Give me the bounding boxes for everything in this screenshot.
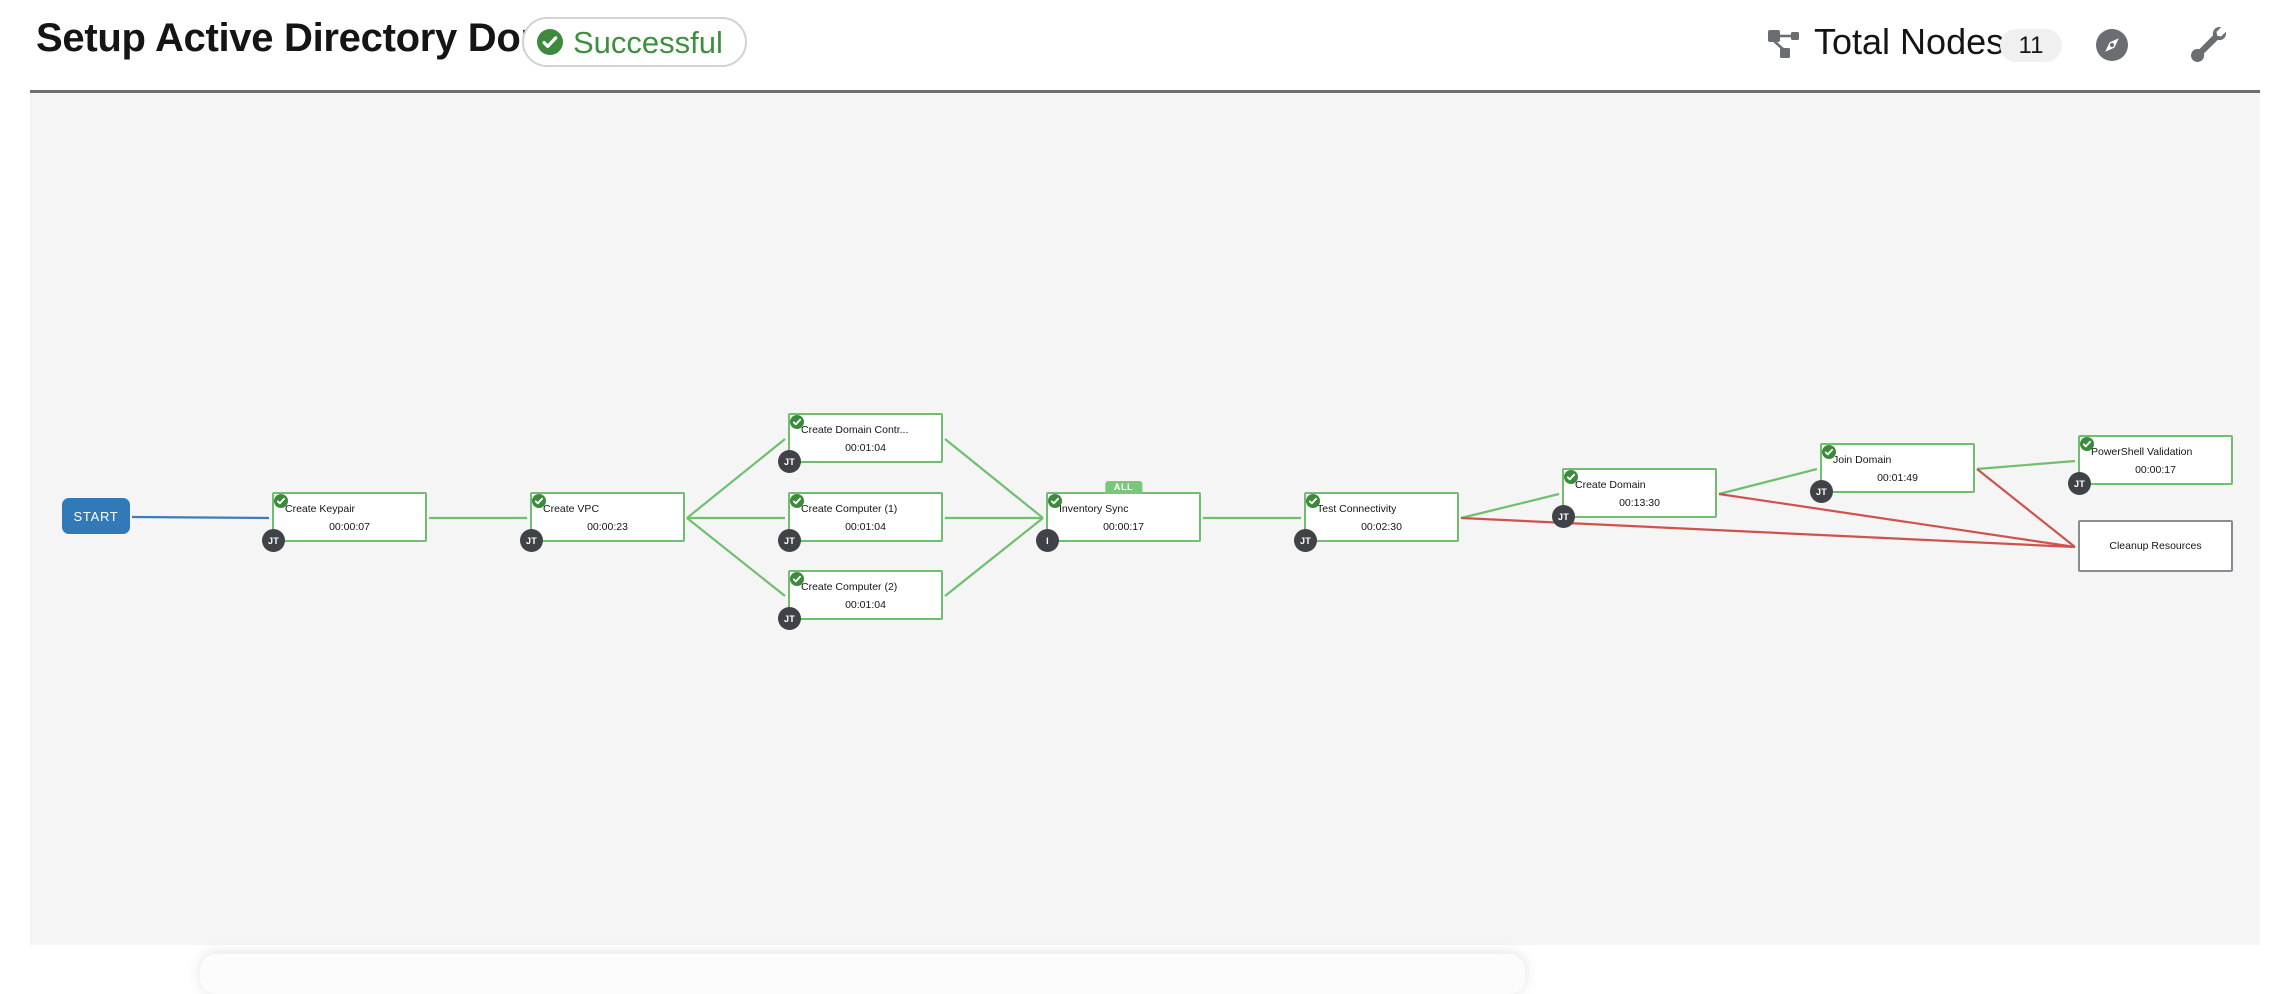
status-badge: Successful [522, 17, 747, 67]
node-elapsed-time: 00:13:30 [1619, 497, 1660, 509]
node-elapsed-time: 00:01:04 [845, 521, 886, 533]
node-elapsed-time: 00:00:07 [329, 521, 370, 533]
node-label: Create Computer (2) [801, 581, 898, 593]
node-label: Test Connectivity [1317, 503, 1397, 515]
node-type-badge: JT [1294, 529, 1317, 552]
node-label: Create Domain Contr... [801, 424, 909, 436]
node-elapsed-time: 00:01:04 [845, 442, 886, 454]
node-success-icon [1048, 494, 1062, 508]
node-title-row: Join Domain [1822, 445, 1973, 467]
node-success-icon [274, 494, 288, 508]
node-title-row: Test Connectivity [1306, 494, 1457, 516]
total-nodes-count: 11 [2000, 29, 2062, 62]
convergence-all-badge: ALL [1104, 481, 1143, 494]
node-success-icon [1564, 470, 1578, 484]
start-node[interactable]: START [62, 498, 130, 534]
node-type-badge: I [1036, 529, 1059, 552]
node-success-icon [790, 415, 804, 429]
node-label: Cleanup Resources [2109, 540, 2202, 552]
compass-legend-button[interactable] [2096, 29, 2128, 61]
node-type-badge: JT [1552, 505, 1575, 528]
node-label: Create Keypair [285, 503, 356, 515]
node-elapsed-time: 00:00:23 [587, 521, 628, 533]
node-elapsed-time: 00:01:04 [845, 599, 886, 611]
node-label: Create VPC [543, 503, 600, 515]
node-success-icon [790, 494, 804, 508]
sitemap-icon [1768, 30, 1799, 58]
wrench-icon [2191, 26, 2226, 62]
node-title-row: Inventory Sync [1048, 494, 1199, 516]
bottom-panel-shadow [200, 954, 1525, 994]
node-success-icon [790, 572, 804, 586]
node-success-icon [1822, 445, 1836, 459]
node-elapsed-time: 00:00:17 [2135, 464, 2176, 476]
node-title-row: Create Computer (1) [790, 494, 941, 516]
node-title-row: Create Computer (2) [790, 572, 941, 594]
header: Setup Active Directory Domain Successful… [0, 0, 2290, 90]
node-elapsed-time: 00:02:30 [1361, 521, 1402, 533]
node-label: Join Domain [1833, 454, 1892, 466]
node-type-badge: JT [778, 607, 801, 630]
node-label: Create Domain [1575, 479, 1646, 491]
node-type-badge: JT [1810, 480, 1833, 503]
total-nodes-label: Total Nodes [1814, 21, 2005, 62]
node-type-badge: JT [778, 450, 801, 473]
node-success-icon [2080, 437, 2094, 451]
node-title-row: Create Keypair [274, 494, 425, 516]
node-label: Create Computer (1) [801, 503, 898, 515]
node-title-row: Create VPC [532, 494, 683, 516]
wrench-tools-button[interactable] [2191, 26, 2226, 62]
success-check-icon [537, 29, 563, 55]
node-type-badge: JT [778, 529, 801, 552]
page-title: Setup Active Directory Domain [36, 16, 613, 60]
node-type-badge: JT [262, 529, 285, 552]
node-title-row: Create Domain [1564, 470, 1715, 492]
compass-icon [2096, 29, 2128, 61]
node-elapsed-time: 00:00:17 [1103, 521, 1144, 533]
node-title-row: Create Domain Contr... [790, 415, 941, 437]
node-label: PowerShell Validation [2091, 446, 2193, 458]
node-label: Inventory Sync [1059, 503, 1129, 515]
node-type-badge: JT [520, 529, 543, 552]
workflow-node-cleanup-resources[interactable]: Cleanup Resources [2078, 520, 2233, 572]
node-success-icon [1306, 494, 1320, 508]
node-success-icon [532, 494, 546, 508]
node-elapsed-time: 00:01:49 [1877, 472, 1918, 484]
node-type-badge: JT [2068, 472, 2091, 495]
node-title-row: PowerShell Validation [2080, 437, 2231, 459]
status-badge-label: Successful [573, 24, 723, 60]
